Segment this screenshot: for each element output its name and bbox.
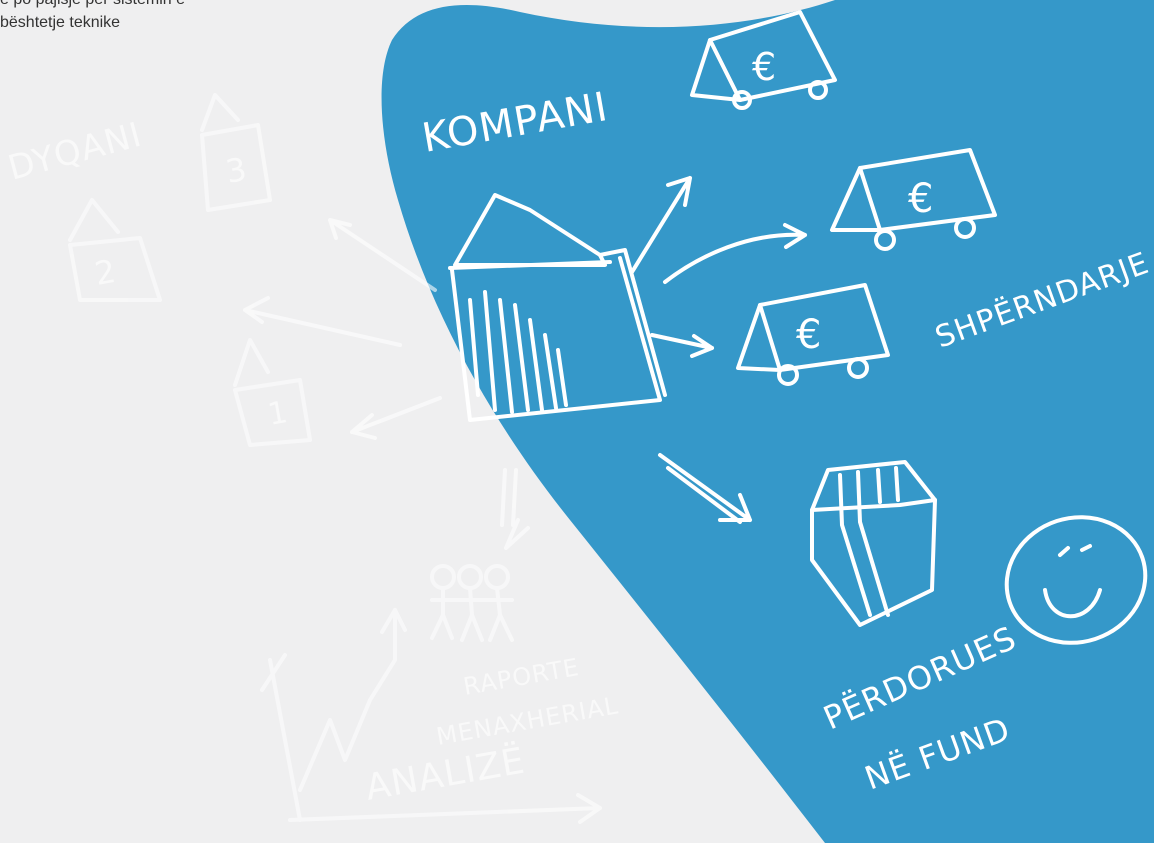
smiley-icon	[1004, 515, 1148, 645]
intro-line-1: ë po pajisje për sistemin e	[0, 0, 340, 11]
label-analize: ANALIZË	[362, 739, 528, 808]
store-house-1	[233, 338, 312, 447]
intro-line-2: bështetje teknike	[0, 14, 121, 31]
store-house-2	[68, 198, 162, 302]
store-number-1: 1	[265, 395, 291, 433]
truck-euro-bottom: €	[796, 312, 822, 358]
blue-area	[381, 0, 1154, 843]
chart-icon	[260, 608, 602, 824]
people-icon	[430, 564, 514, 642]
truck-icon	[736, 283, 890, 386]
truck-euro-middle: €	[908, 176, 934, 222]
label-raporte: RAPORTE	[461, 653, 581, 701]
store-number-2: 2	[92, 252, 120, 293]
left-arrows	[243, 218, 530, 550]
store-number-3: 3	[223, 150, 251, 191]
truck-icon	[830, 148, 997, 251]
right-arrows	[630, 176, 807, 524]
package-icon	[810, 460, 937, 627]
truck-euro-top: €	[752, 45, 777, 89]
store-house-3	[200, 93, 272, 212]
label-menaxherial: MENAXHERIAL	[434, 691, 620, 751]
truck-icon	[690, 10, 837, 110]
house-icon	[448, 193, 667, 422]
intro-text: ë po pajisje për sistemin e bështetje te…	[0, 0, 340, 34]
label-dyqani: DYQANI	[4, 115, 146, 189]
